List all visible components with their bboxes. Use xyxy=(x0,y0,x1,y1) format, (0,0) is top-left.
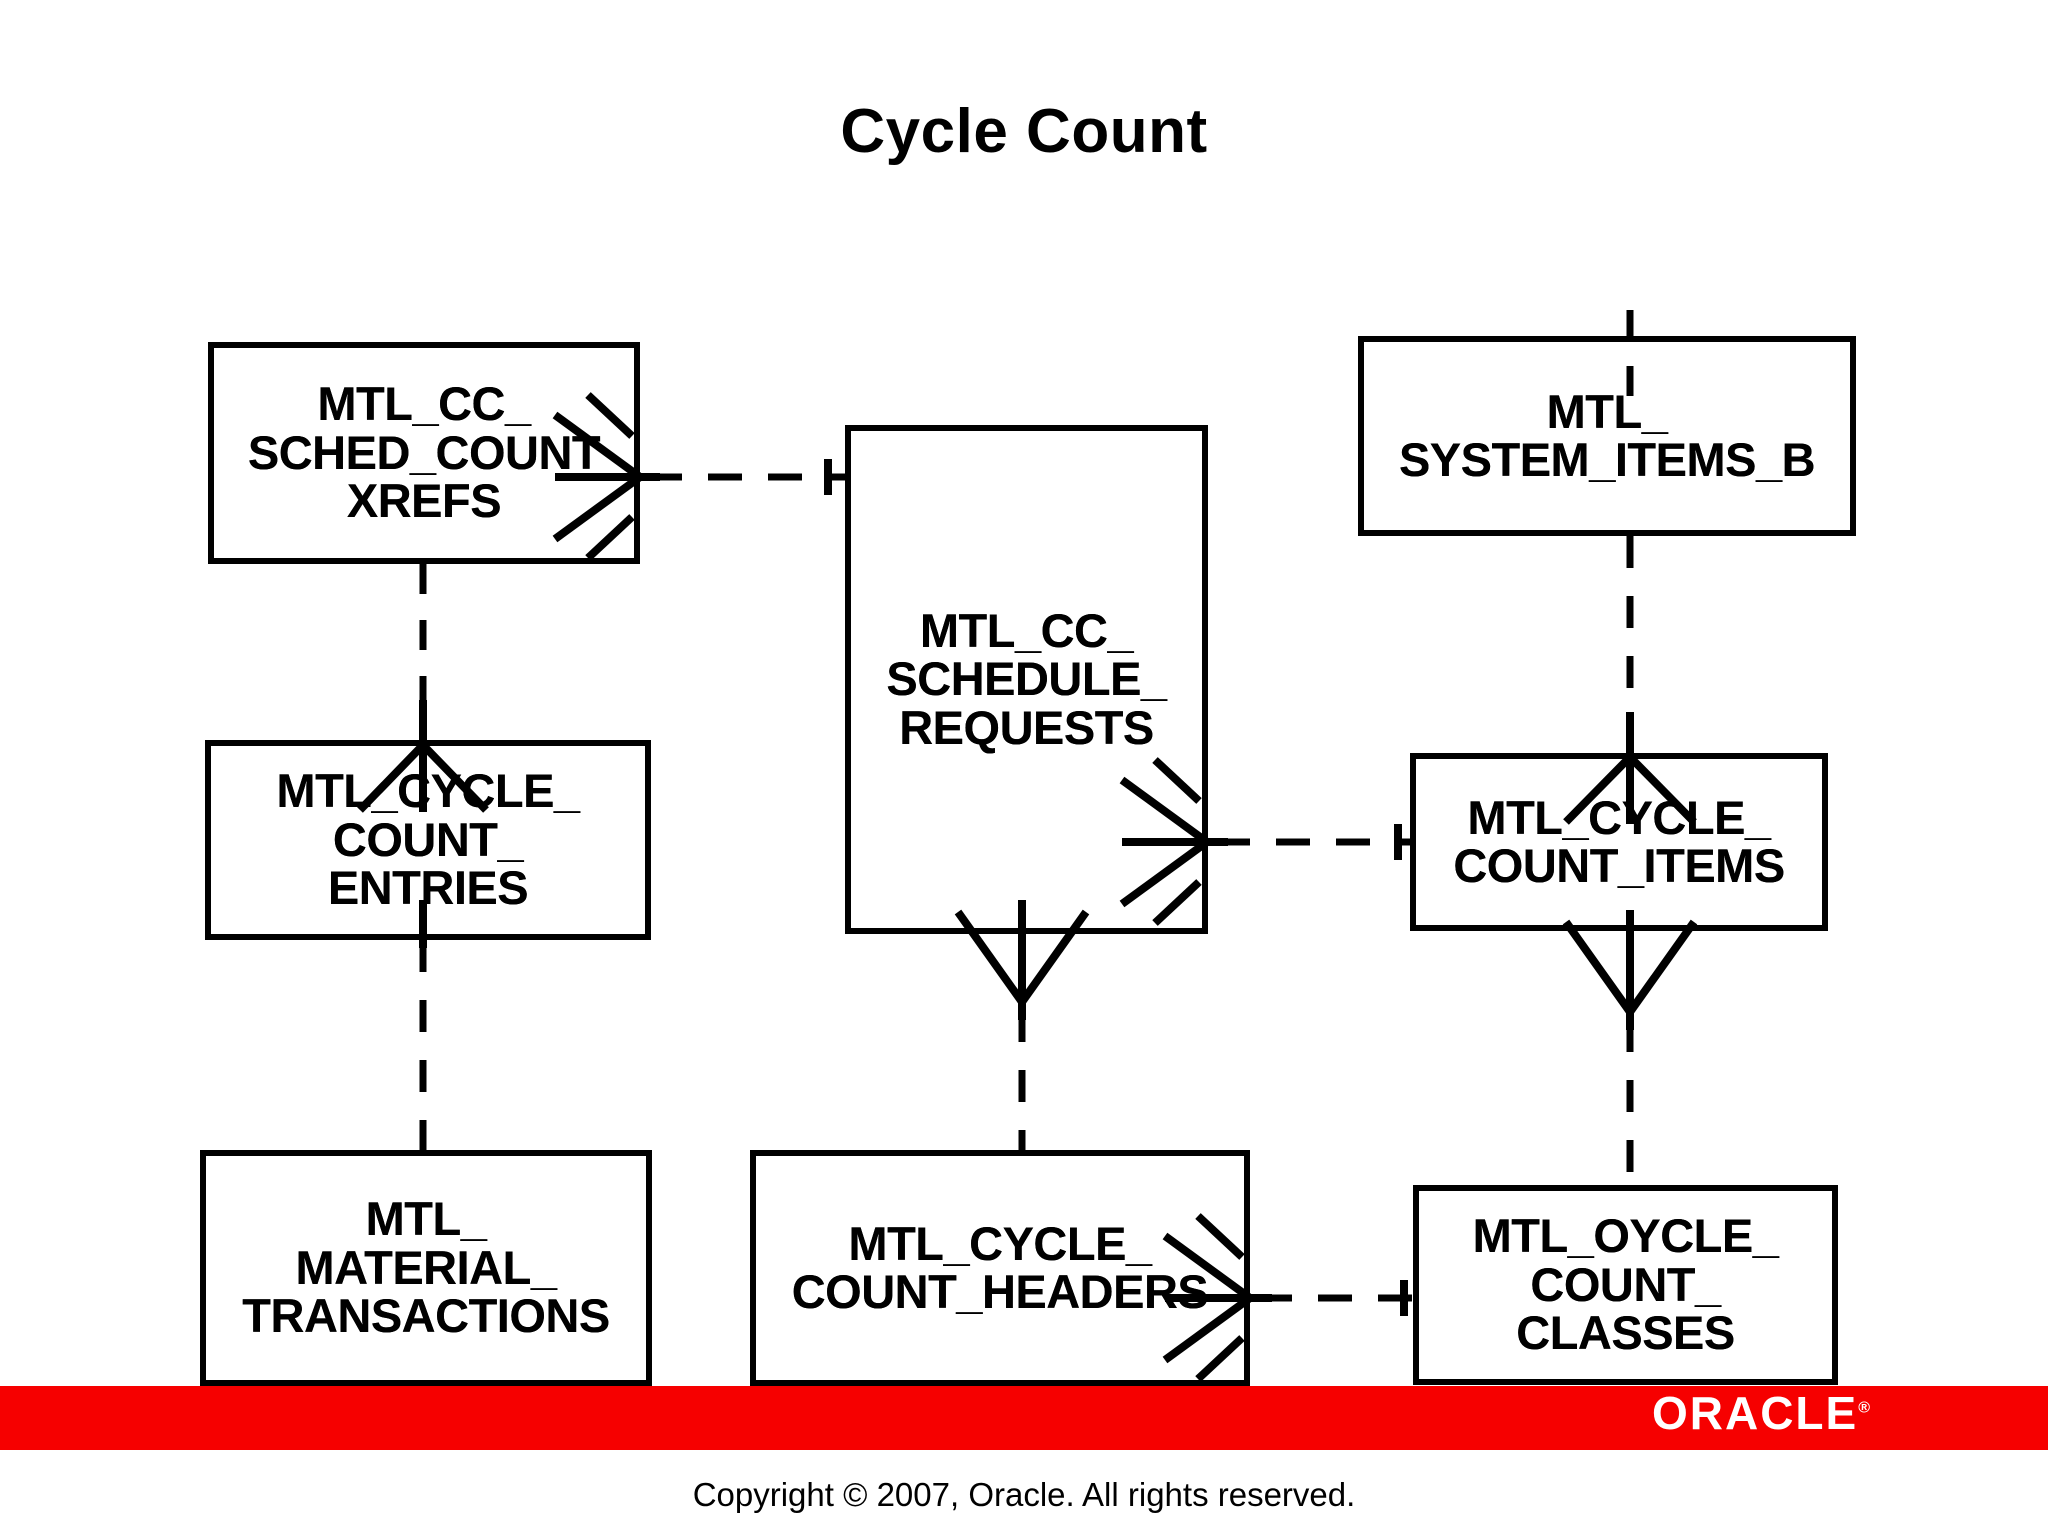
footer-red-bar xyxy=(0,1386,2048,1450)
oracle-logo-text: ORACLE xyxy=(1651,1387,1859,1439)
relationship-count-items-count-classes xyxy=(1562,910,1698,1188)
crows-foot-left xyxy=(1562,919,1634,1015)
oracle-logo: ORACLE® xyxy=(1652,1386,1870,1440)
entity-mtl-system-items-b[interactable]: MTL_ SYSTEM_ITEMS_B xyxy=(1358,336,1856,536)
entity-label: MTL_CC_ SCHEDULE_ REQUESTS xyxy=(886,603,1167,754)
entity-label: MTL_CYCLE_ COUNT_ ENTRIES xyxy=(276,764,580,915)
crows-foot-right xyxy=(1626,919,1698,1015)
entity-mtl-cc-sched-count-xrefs[interactable]: MTL_CC_ SCHED_COUNT XREFS xyxy=(208,342,640,564)
entity-mtl-material-transactions[interactable]: MTL_ MATERIAL_ TRANSACTIONS xyxy=(200,1150,652,1386)
page-title: Cycle Count xyxy=(840,97,1208,166)
copyright-notice: Copyright © 2007, Oracle. All rights res… xyxy=(692,1476,1356,1513)
relationship-schedule-requests-count-headers xyxy=(954,900,1090,1152)
registered-trademark-icon: ® xyxy=(1858,1399,1870,1417)
entity-label: MTL_CYCLE_ COUNT_HEADERS xyxy=(791,1216,1209,1318)
entity-mtl-cc-schedule-requests[interactable]: MTL_CC_ SCHEDULE_ REQUESTS xyxy=(845,425,1208,934)
entity-mtl-oycle-count-classes[interactable]: MTL_OYCLE_ COUNT_ CLASSES xyxy=(1413,1185,1838,1385)
entity-label: MTL_CC_ SCHED_COUNT XREFS xyxy=(247,377,601,528)
entity-mtl-cycle-count-items[interactable]: MTL_CYCLE_ COUNT_ITEMS xyxy=(1410,753,1828,931)
entity-mtl-cycle-count-entries[interactable]: MTL_CYCLE_ COUNT_ ENTRIES xyxy=(205,740,651,940)
entity-label: MTL_CYCLE_ COUNT_ITEMS xyxy=(1453,790,1785,892)
entity-label: MTL_OYCLE_ COUNT_ CLASSES xyxy=(1472,1209,1779,1360)
entity-mtl-cycle-count-headers[interactable]: MTL_CYCLE_ COUNT_HEADERS xyxy=(750,1150,1250,1386)
entity-label: MTL_ SYSTEM_ITEMS_B xyxy=(1398,384,1816,486)
entity-label: MTL_ MATERIAL_ TRANSACTIONS xyxy=(242,1192,610,1343)
